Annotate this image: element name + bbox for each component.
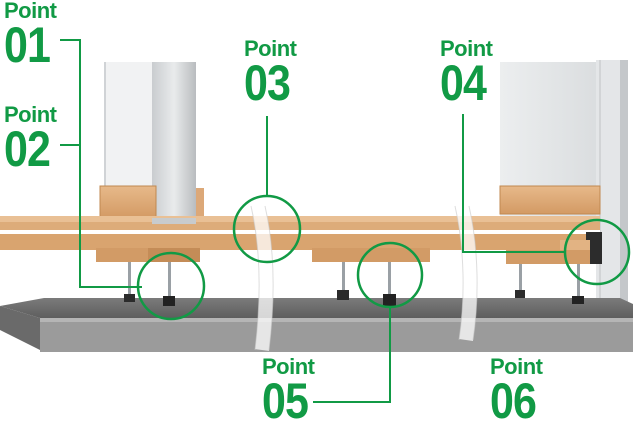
highlight-circles [136, 194, 631, 321]
leader-line-01 [60, 39, 142, 288]
support-bolt [572, 264, 584, 304]
highlight-circle-bolt [356, 241, 424, 309]
highlight-circle-foot [136, 251, 206, 321]
section-bands [251, 204, 478, 351]
highlight-circle-wall-edge [563, 218, 631, 286]
leader-line-04 [462, 114, 566, 253]
callout-point-01: Point 01 [4, 0, 58, 70]
callout-point-03: Point 03 [244, 36, 298, 111]
support-bolts [124, 262, 584, 306]
leader-lines [60, 39, 566, 403]
callout-word: Point [262, 354, 315, 379]
back-wall [104, 60, 628, 310]
support-bolt [337, 262, 349, 300]
callout-point-04: Point 04 [440, 36, 494, 111]
support-bolt [124, 262, 135, 302]
callout-number: 05 [262, 373, 309, 427]
callout-number: 02 [4, 121, 51, 177]
callout-point-02: Point 02 [4, 102, 58, 177]
support-bolt [163, 262, 175, 306]
support-bolt [383, 262, 396, 306]
callout-word: Point [244, 36, 297, 61]
callout-number: 03 [244, 55, 291, 111]
callout-point-06: Point 06 [490, 354, 544, 427]
support-bolt [515, 264, 525, 298]
highlight-circle-panel-joint [232, 194, 302, 264]
under-joists [96, 248, 590, 264]
callout-word: Point [4, 102, 57, 127]
callout-number: 01 [4, 17, 51, 73]
callout-word: Point [490, 354, 543, 379]
callout-point-05: Point 05 [262, 354, 316, 427]
wall-sleepers [99, 185, 601, 219]
callout-number: 04 [440, 55, 487, 111]
section-band-edges [250, 205, 478, 351]
callout-word: Point [440, 36, 493, 61]
concrete-slab [0, 298, 633, 352]
callout-number: 06 [490, 373, 537, 427]
leader-line-05 [313, 306, 391, 403]
callout-word: Point [4, 0, 57, 23]
